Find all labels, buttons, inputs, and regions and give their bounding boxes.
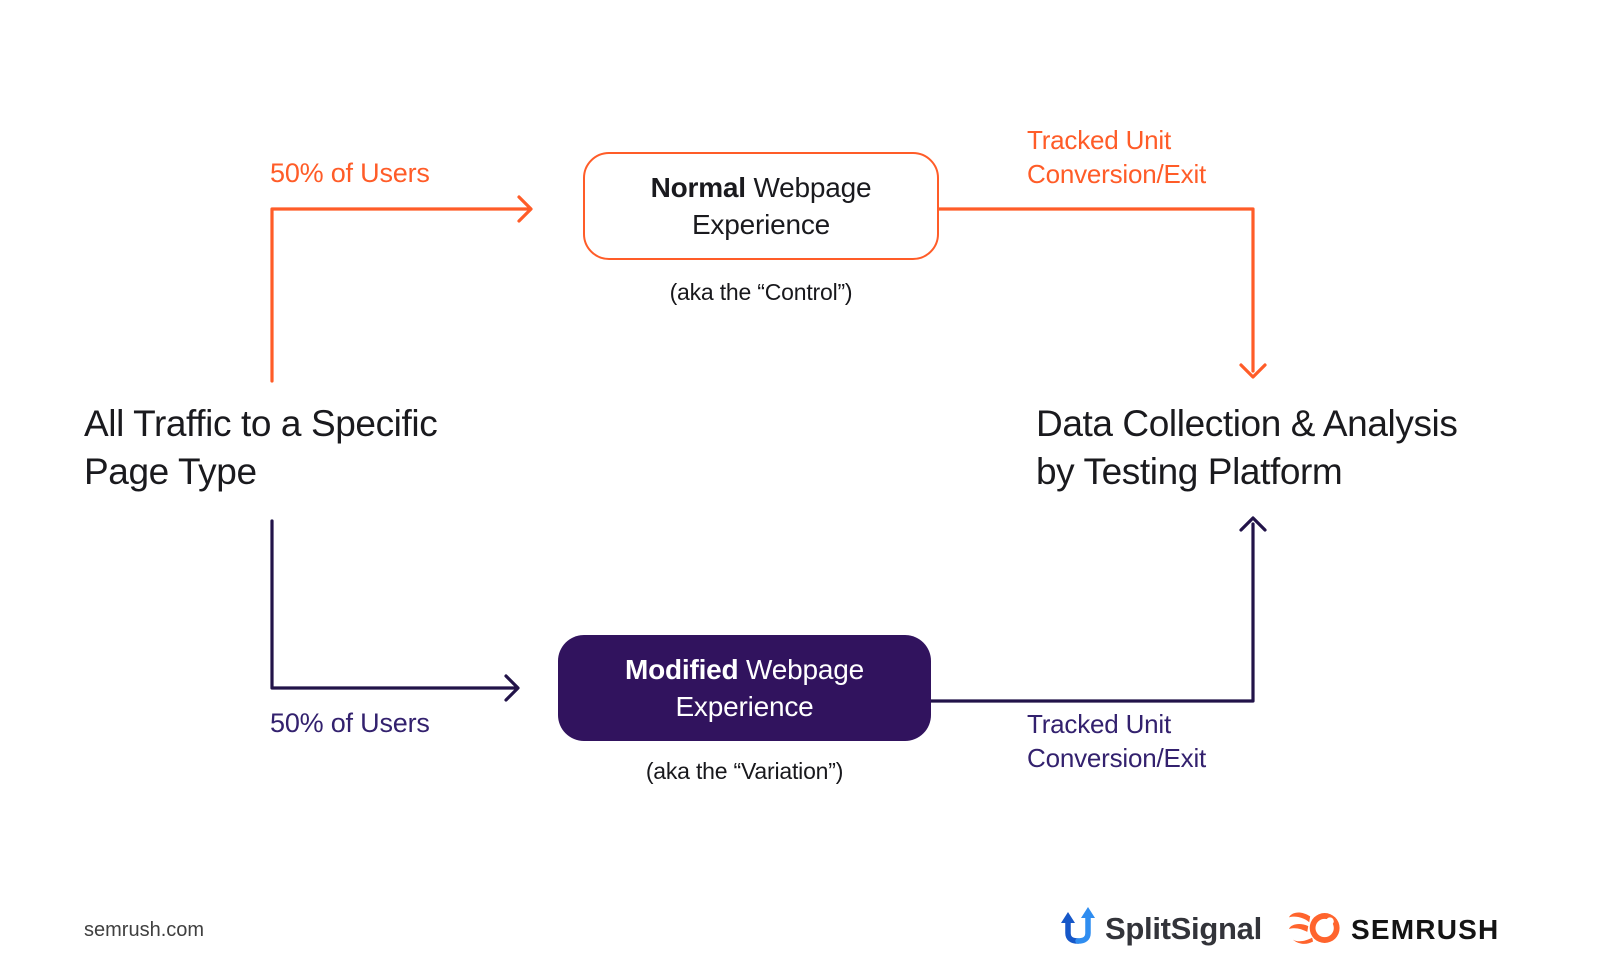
control-path-arrows — [270, 195, 1267, 383]
website-url: semrush.com — [84, 919, 205, 941]
control-box-title-line1: Normal Webpage — [651, 169, 872, 206]
control-tracked-label: Tracked Unit Conversion/Exit — [1027, 123, 1206, 191]
variation-tracked-line2: Conversion/Exit — [1027, 743, 1207, 773]
control-box-title-line2: Experience — [691, 209, 831, 240]
semrush-logo: SEMRUSH — [1288, 910, 1499, 950]
source-heading-line1: All Traffic to a Specific — [84, 403, 438, 444]
control-tracked-line2: Conversion/Exit — [1027, 159, 1207, 189]
result-heading-line1: Data Collection & Analysis — [1036, 403, 1458, 444]
variation-tracked-line1: Tracked Unit — [1027, 709, 1172, 739]
control-split-label: 50% of Users — [270, 158, 430, 188]
variation-caption: (aka the “Variation”) — [645, 758, 844, 784]
variation-box-title-line2: Experience — [675, 691, 814, 722]
control-box-title-rest: Webpage — [745, 172, 872, 203]
source-heading-line2: Page Type — [84, 451, 257, 492]
control-tracked-line1: Tracked Unit — [1027, 125, 1172, 155]
variation-path-arrows — [270, 516, 1267, 703]
control-box-title-bold: Normal — [650, 172, 746, 203]
result-heading: Data Collection & Analysis by Testing Pl… — [1036, 400, 1458, 496]
variation-box-title-rest: Webpage — [738, 654, 865, 685]
variation-box: Modified Webpage Experience — [558, 635, 931, 741]
fireball-icon — [1288, 908, 1342, 953]
split-arrow-up-icon — [1058, 905, 1098, 954]
source-heading: All Traffic to a Specific Page Type — [84, 400, 438, 496]
variation-box-title-line1: Modified Webpage — [625, 651, 864, 688]
semrush-wordmark: SEMRUSH — [1351, 914, 1500, 945]
variation-tracked-label: Tracked Unit Conversion/Exit — [1027, 707, 1206, 775]
splitsignal-logo: SplitSignal — [1058, 906, 1262, 952]
result-heading-line2: by Testing Platform — [1036, 451, 1343, 492]
control-caption: (aka the “Control”) — [669, 279, 853, 305]
splitsignal-wordmark: SplitSignal — [1105, 911, 1262, 946]
variation-box-title-bold: Modified — [624, 654, 739, 685]
variation-split-label: 50% of Users — [270, 708, 430, 738]
control-box: Normal Webpage Experience — [583, 152, 939, 260]
